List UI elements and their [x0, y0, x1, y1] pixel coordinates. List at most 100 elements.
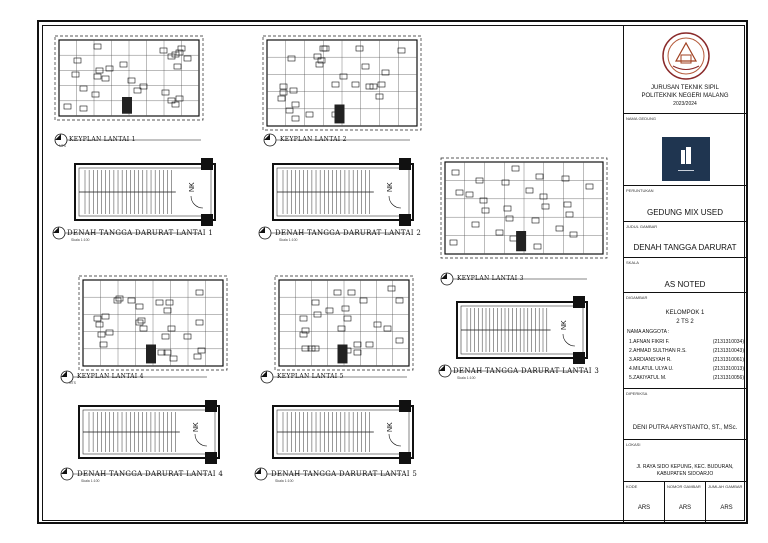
- room-fixture: [307, 345, 316, 352]
- room-fixture: [113, 297, 122, 304]
- room-fixture: [93, 43, 102, 50]
- skala-value: AS NOTED: [664, 280, 706, 289]
- keyplan-dashed-border: [78, 275, 228, 371]
- stair-core: [516, 231, 527, 252]
- member-row: 4.MILATUL ULYA U.(2131310013): [629, 366, 744, 372]
- room-fixture: [99, 341, 108, 348]
- room-fixture: [127, 297, 136, 304]
- room-fixture: [525, 187, 534, 194]
- room-fixture: [449, 239, 458, 246]
- room-fixture: [343, 315, 352, 322]
- column: [205, 452, 217, 464]
- stair-plan-lantai-1: NK: [74, 158, 216, 226]
- room-fixture: [161, 89, 170, 96]
- room-fixture: [563, 201, 572, 208]
- room-fixture: [171, 51, 180, 58]
- room-fixture: [95, 321, 104, 328]
- room-fixture: [101, 313, 110, 320]
- room-fixture: [365, 83, 374, 90]
- stair-core: [334, 104, 345, 124]
- room-fixture: [73, 57, 82, 64]
- nama-gedung-label: NAMA GEDUNG: [626, 116, 657, 121]
- room-fixture: [495, 229, 504, 236]
- room-fixture: [137, 317, 146, 324]
- caption-stair-4-scale: Skala 1:100: [81, 479, 100, 483]
- room-fixture: [71, 71, 80, 78]
- column: [399, 400, 411, 412]
- room-fixture: [285, 107, 294, 114]
- keyplan-lantai-3: [440, 157, 608, 259]
- room-fixture: [161, 333, 170, 340]
- room-fixture: [315, 61, 324, 68]
- member-nim: (2131310043): [712, 348, 744, 354]
- room-fixture: [313, 311, 322, 318]
- room-fixture: [79, 85, 88, 92]
- room-fixture: [511, 165, 520, 172]
- room-fixture: [341, 305, 350, 312]
- section-fill: [259, 227, 265, 233]
- academic-year: 2023/2024: [673, 101, 697, 107]
- room-fixture: [173, 63, 182, 70]
- title-block: JURUSAN TEKNIK SIPIL POLITEKNIK NEGERI M…: [623, 26, 746, 522]
- room-fixture: [127, 77, 136, 84]
- room-fixture: [361, 63, 370, 70]
- caption-mark-s3: [438, 364, 585, 378]
- section-fill: [53, 227, 59, 233]
- keyplan-lantai-4: [78, 275, 228, 371]
- room-fixture: [313, 53, 322, 60]
- digambar-label: DIGAMBAR: [626, 295, 648, 300]
- room-fixture: [555, 225, 564, 232]
- keyplan-lantai-2: [262, 35, 422, 131]
- room-fixture: [539, 193, 548, 200]
- stair-plan-lantai-2: NK: [272, 158, 414, 226]
- room-fixture: [381, 69, 390, 76]
- door-swing: [562, 333, 576, 347]
- room-fixture: [291, 101, 300, 108]
- footer-value: ARS: [720, 505, 733, 511]
- room-fixture: [279, 89, 288, 96]
- room-fixture: [183, 333, 192, 340]
- caption-keyplan-1: KEYPLAN LANTAI 1: [69, 136, 136, 143]
- room-fixture: [331, 81, 340, 88]
- member-nim: (2131310013): [712, 366, 744, 372]
- institution-line-2: POLITEKNIK NEGERI MALANG: [641, 93, 729, 99]
- room-fixture: [175, 95, 184, 102]
- caption-mark-s2: [258, 226, 405, 240]
- lokasi-line-2: KABUPATEN SIDOARJO: [656, 471, 714, 477]
- room-fixture: [317, 57, 326, 64]
- room-fixture: [301, 345, 310, 352]
- room-fixture: [353, 341, 362, 348]
- room-fixture: [541, 203, 550, 210]
- room-fixture: [355, 45, 364, 52]
- caption-mark-s4: [60, 467, 207, 481]
- room-fixture: [501, 179, 510, 186]
- room-fixture: [183, 55, 192, 62]
- stair-plan-lantai-5: NK: [272, 400, 414, 464]
- stair-wall: [456, 301, 588, 359]
- room-fixture: [177, 45, 186, 52]
- polinema-seal-icon: [662, 32, 710, 80]
- room-fixture: [175, 49, 184, 56]
- room-fixture: [585, 183, 594, 190]
- room-fixture: [157, 349, 166, 356]
- room-fixture: [455, 189, 464, 196]
- institution-line-1: JURUSAN TEKNIK SIPIL: [651, 85, 719, 91]
- lokasi-line-1: Jl. RAYA SIDO KEPUNG, KEC. BUDURAN,: [636, 464, 734, 470]
- room-fixture: [135, 303, 144, 310]
- caption-stair-3: DENAH TANGGA DARURAT LANTAI 3: [453, 367, 600, 375]
- room-fixture: [333, 289, 342, 296]
- room-fixture: [359, 297, 368, 304]
- tb-peruntukan: PERUNTUKAN GEDUNG MIX USED: [624, 186, 746, 222]
- room-fixture: [163, 349, 172, 356]
- room-fixture: [167, 97, 176, 104]
- room-fixture: [277, 95, 286, 102]
- member-nim: (2131310034): [712, 339, 744, 345]
- room-fixture: [197, 347, 206, 354]
- room-fixture: [101, 75, 110, 82]
- tb-digambar: DIGAMBAR KELOMPOK 1 2 TS 2 NAMA ANGGOTA …: [624, 293, 746, 389]
- member-name: 1.AFNAN FIKRI F.: [629, 339, 670, 345]
- room-fixture: [509, 235, 518, 242]
- tb-nama-gedung: NAMA GEDUNG: [624, 114, 746, 186]
- column: [201, 214, 213, 226]
